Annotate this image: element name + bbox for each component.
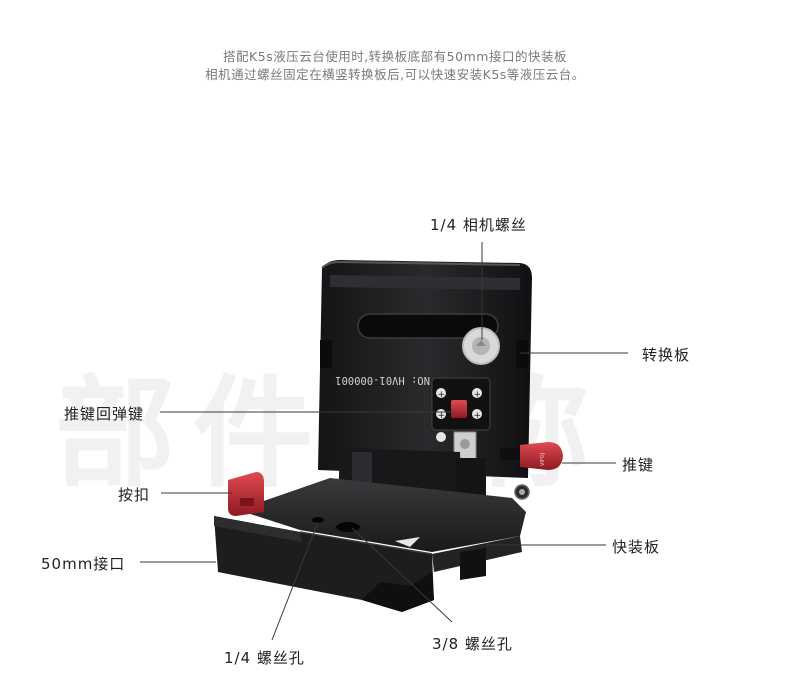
label-buckle: 按扣 xyxy=(118,486,151,504)
label-push-rebound-key: 推键回弹键 xyxy=(64,405,145,423)
intro-line-2: 相机通过螺丝固定在横竖转换板后,可以快速安装K5s等液压云台。 xyxy=(205,67,585,82)
leader-hole-38 xyxy=(351,527,453,623)
brand-mark: VIFOJ xyxy=(540,453,546,466)
buckle-latch xyxy=(228,472,264,516)
leader-hole-14 xyxy=(271,521,319,641)
push-key-knob: VIFOJ xyxy=(500,442,563,470)
rebound-key xyxy=(451,400,467,418)
label-50mm-mount: 50mm接口 xyxy=(41,555,126,573)
svg-text:+: + xyxy=(438,390,446,400)
label-camera-screw: 1/4 相机螺丝 xyxy=(430,216,527,234)
label-hole-38: 3/8 螺丝孔 xyxy=(432,635,513,653)
engraving-text: NO: HV01-000001 xyxy=(335,374,430,386)
label-hole-14: 1/4 螺丝孔 xyxy=(224,649,305,667)
intro-line-1: 搭配K5s液压云台使用时,转换板底部有50mm接口的快装板 xyxy=(223,49,567,64)
label-quick-release-plate: 快装板 xyxy=(612,538,661,556)
intro-text: 搭配K5s液压云台使用时,转换板底部有50mm接口的快装板 相机通过螺丝固定在横… xyxy=(0,48,790,84)
conversion-plate: NO: HV01-000001 + + + + xyxy=(318,260,532,478)
svg-text:+: + xyxy=(474,390,482,400)
svg-text:+: + xyxy=(474,411,482,421)
svg-text:+: + xyxy=(438,411,446,421)
label-push-key: 推键 xyxy=(622,456,655,474)
label-conversion-plate: 转换板 xyxy=(642,346,691,364)
